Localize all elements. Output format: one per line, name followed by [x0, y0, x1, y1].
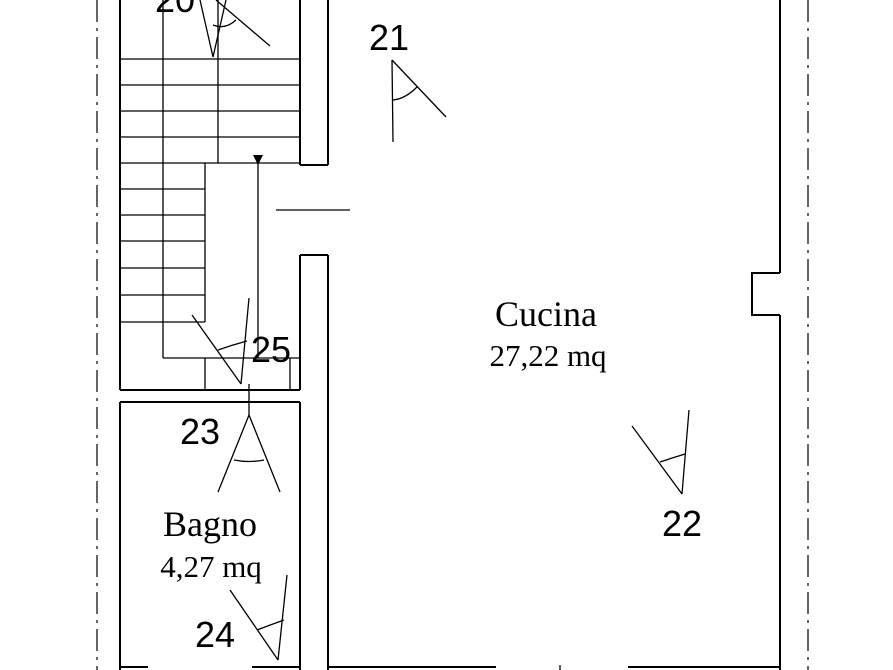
stair-direction-arrow [253, 155, 263, 358]
kitchen-walls [327, 0, 781, 670]
viewpoint-25-label: 25 [251, 329, 291, 370]
bathroom-walls [119, 401, 301, 670]
kitchen-name-label: Cucina [495, 294, 597, 334]
viewpoint-20-marker [199, 0, 271, 58]
viewpoint-23-marker [217, 413, 281, 493]
viewpoint-21-marker [391, 59, 447, 143]
stair-treads [120, 0, 300, 390]
stair-kitchen-doorway [276, 164, 350, 256]
viewpoint-22-label: 22 [662, 503, 702, 544]
viewpoint-20-label: 20 [155, 0, 195, 20]
bathroom-area-label: 4,27 mq [160, 549, 262, 584]
viewpoint-23-label: 23 [180, 411, 220, 452]
kitchen-area-label: 27,22 mq [489, 338, 606, 373]
viewpoint-24-label: 24 [195, 614, 235, 655]
viewpoint-22-marker [631, 409, 690, 495]
viewpoint-25-marker [191, 297, 250, 415]
viewpoint-24-marker [229, 574, 288, 661]
bathroom-name-label: Bagno [163, 504, 257, 544]
viewpoint-21-label: 21 [369, 17, 409, 58]
